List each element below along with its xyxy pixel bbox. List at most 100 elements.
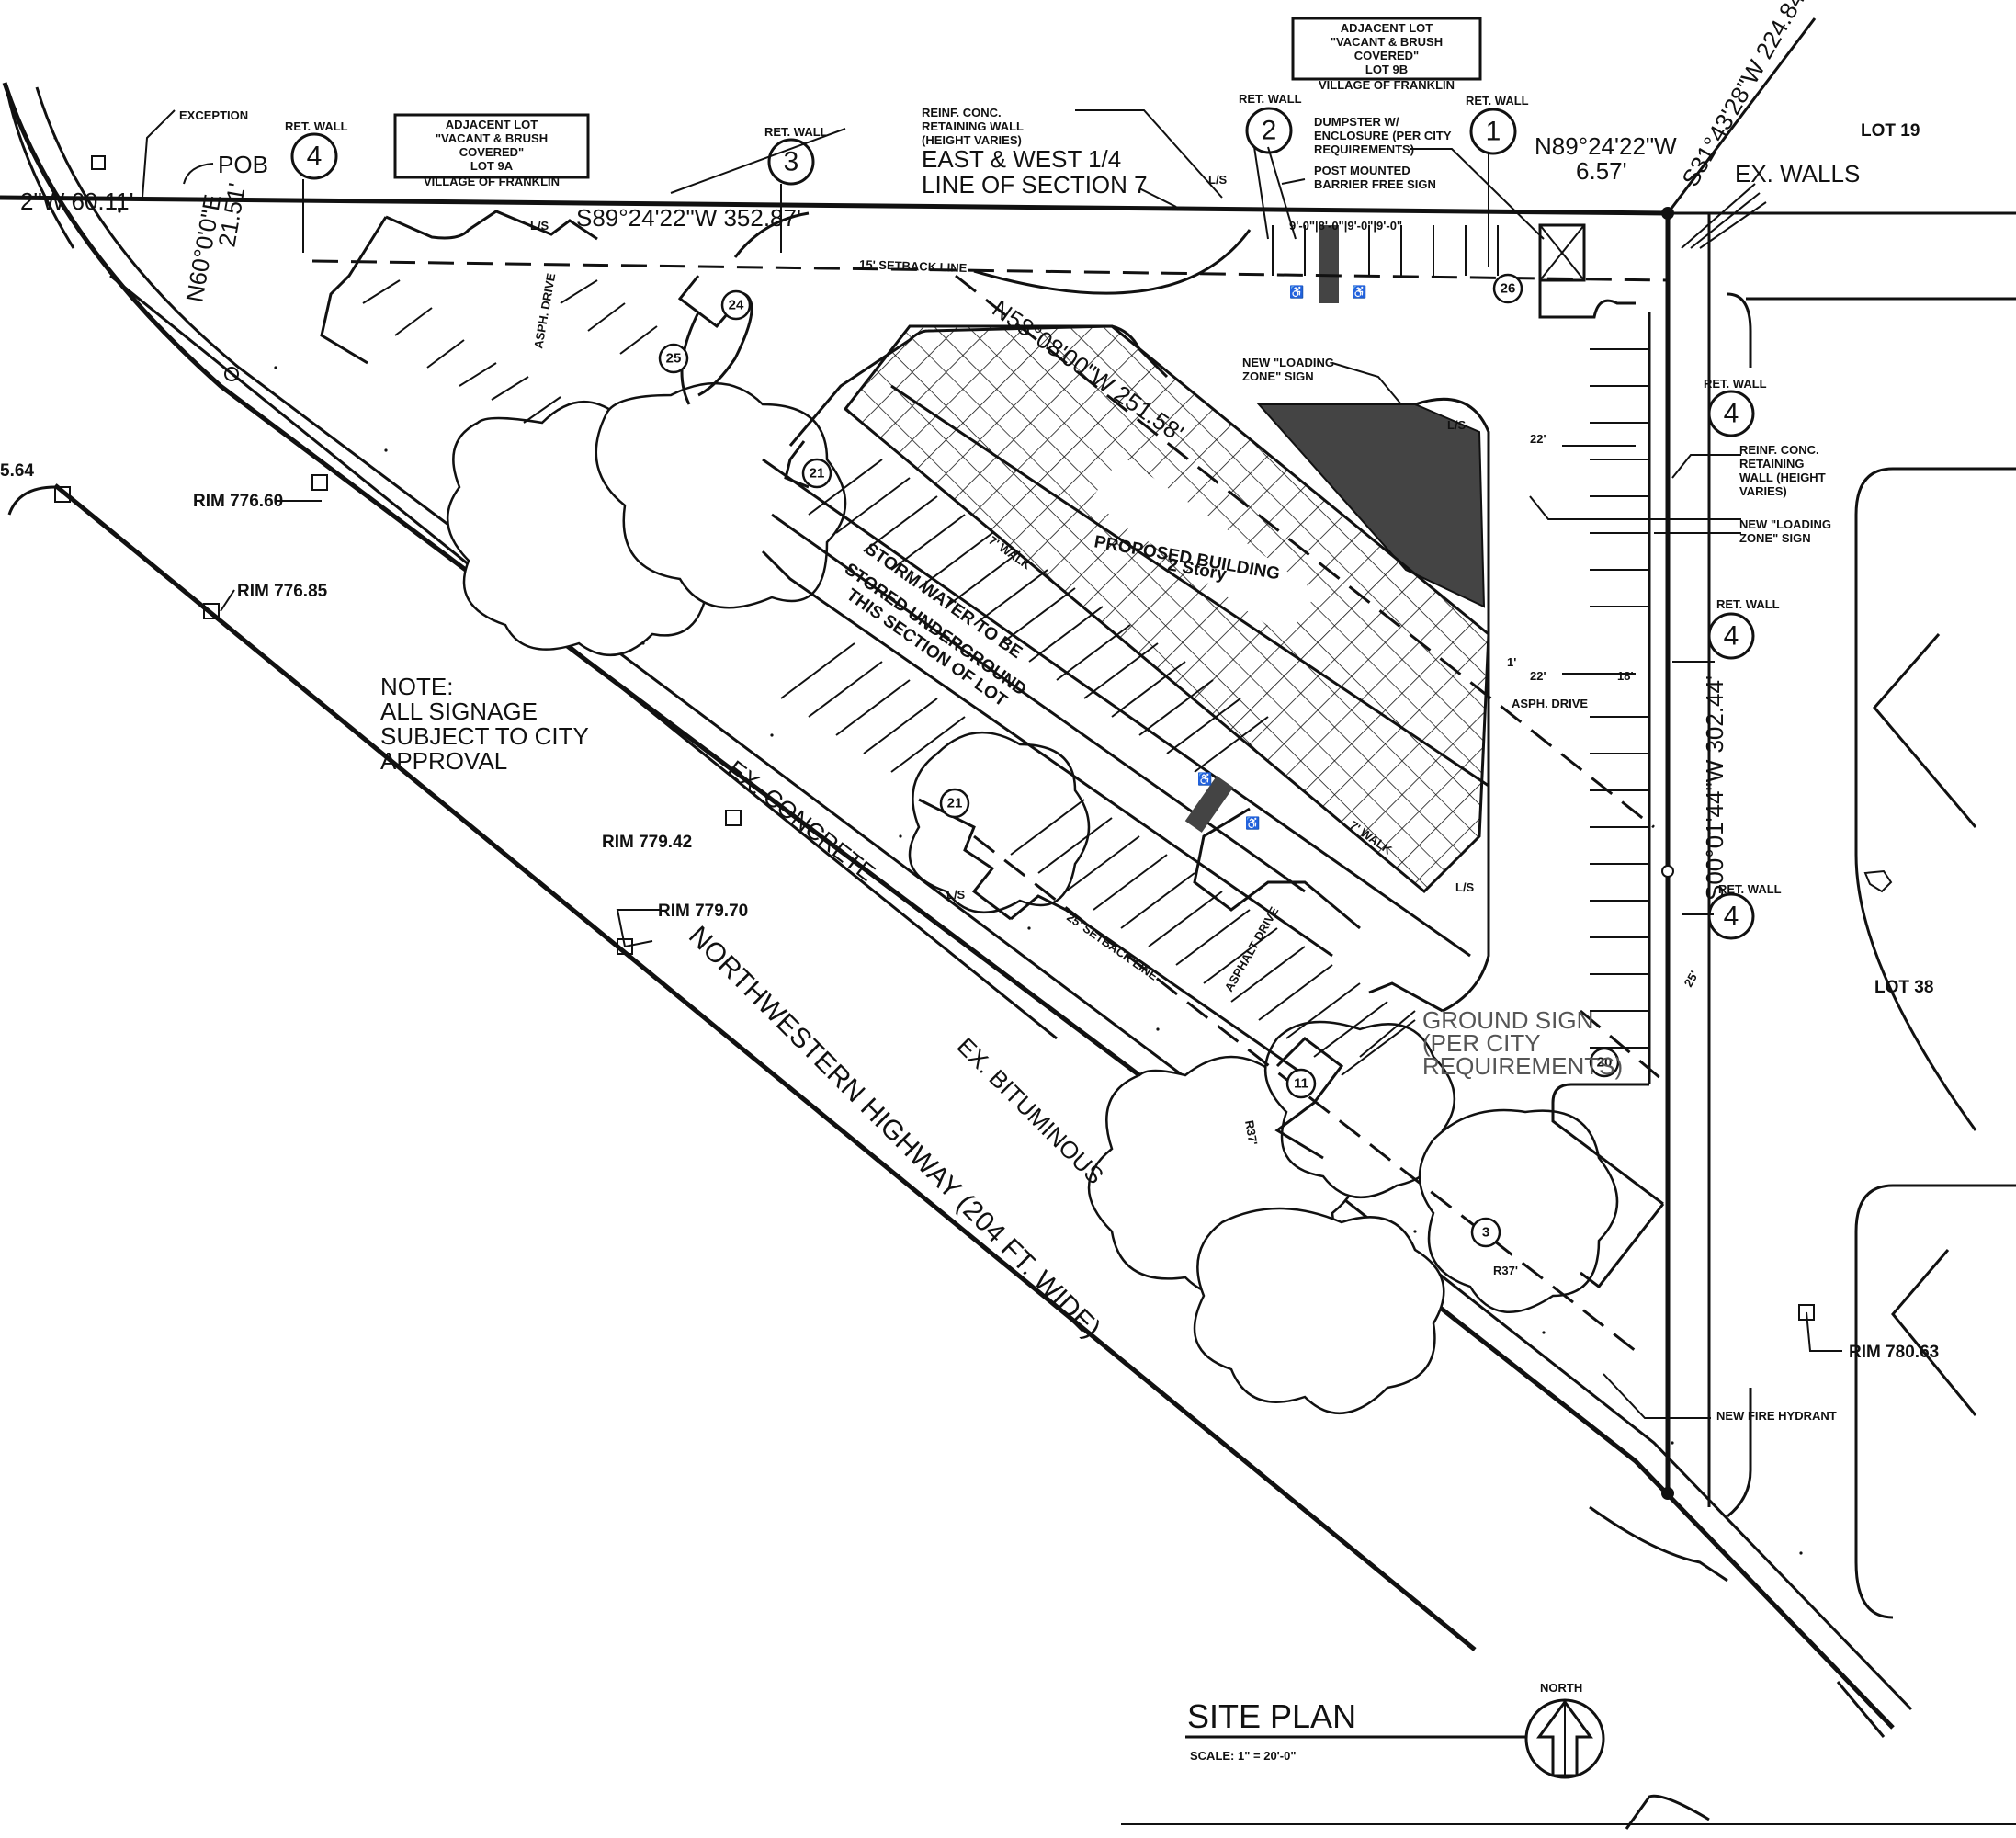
dimension-label: 22' [1530, 669, 1546, 683]
edge-value-label: 5.64 [0, 461, 34, 481]
rim-label: RIM 776.60 [193, 492, 283, 511]
reinf-wall-label: REINF. CONC. [1739, 443, 1819, 457]
plan-title: SITE PLAN [1187, 1697, 1356, 1735]
ne-short-bearing: N89°24'22"W [1535, 132, 1677, 160]
loading-sign-label: ZONE" SIGN [1242, 369, 1314, 383]
ex-bituminous-label: EX. BITUMINOUS [952, 1032, 1109, 1189]
wall-tag-number: 4 [1724, 902, 1739, 932]
setback-lines [311, 259, 1669, 1353]
accessible-icon: ♿ [1197, 772, 1212, 786]
exception-label: EXCEPTION [179, 108, 248, 122]
stall-count-number: 3 [1482, 1225, 1489, 1241]
wall-tag-number: 3 [784, 147, 799, 177]
stall-count: 24 [720, 289, 752, 321]
stall-count: 20 [1589, 1047, 1620, 1078]
accessible-icon: ♿ [1352, 285, 1366, 299]
north-label: NORTH [1540, 1681, 1582, 1695]
pob-label: POB [218, 151, 268, 178]
loading-sign-label: NEW "LOADING [1739, 517, 1831, 531]
setback-label: 15' SETBACK LINE [859, 257, 968, 275]
drive-label: ASPHALT DRIVE [1222, 904, 1282, 994]
dimension-label: 1' [1507, 655, 1516, 669]
wall-tag: 4 [1707, 612, 1755, 660]
rim-label: RIM 779.42 [602, 833, 692, 852]
stall-count: 26 [1492, 273, 1523, 304]
stall-count-number: 21 [810, 466, 825, 482]
landscape-label: L/S [1208, 173, 1228, 187]
dimension-label: 25' [1682, 969, 1702, 990]
wall-tag-number: 4 [1724, 399, 1739, 429]
accessible-icons: ♿ ♿ ♿ ♿ [1197, 285, 1366, 830]
note-label: NOTE: [380, 673, 453, 700]
trees [446, 381, 1619, 1415]
reinf-wall-label: REINF. CONC. [922, 106, 1002, 119]
stall-count: 25 [658, 343, 689, 374]
ground-sign-label: GROUND SIGN [1422, 1006, 1593, 1034]
dimension-label: 18' [1617, 669, 1634, 683]
stall-count-number: 11 [1294, 1076, 1308, 1092]
ret-wall-label: RET. WALL [1239, 92, 1302, 106]
note-text: APPROVAL [380, 747, 507, 775]
ret-wall-label: RET. WALL [285, 119, 348, 133]
adjacent-lot-number: LOT 9B [1365, 62, 1408, 76]
loading-sign-label: ZONE" SIGN [1739, 531, 1811, 545]
lot-19-label: LOT 19 [1861, 121, 1920, 141]
reinf-wall-label: RETAINING WALL [922, 119, 1024, 133]
wall-tag: 1 [1469, 108, 1517, 155]
partial-bearing: 2"W 60.11' [20, 187, 134, 215]
section-line-label: LINE OF SECTION 7 [922, 171, 1148, 199]
west-distance: 21.51' [212, 181, 251, 249]
wall-tags: 4 3 2 1 4 4 4 [290, 107, 1755, 940]
drive-label: ASPH. DRIVE [531, 272, 558, 350]
adjacent-lot-desc: COVERED" [1354, 49, 1419, 62]
leader-lines [142, 109, 1842, 1419]
adjacent-lot-desc: "VACANT & BRUSH [436, 131, 548, 145]
adjacent-lot-village: VILLAGE OF FRANKLIN [1319, 78, 1455, 92]
plan-scale: SCALE: 1" = 20'-0" [1190, 1749, 1296, 1763]
stall-count-number: 21 [947, 796, 963, 811]
setback-label: 25' SETBACK LINE [1064, 910, 1161, 983]
landscape-label: L/S [530, 219, 549, 233]
wall-tag: 4 [1707, 892, 1755, 940]
stall-count: 21 [801, 458, 832, 489]
east-curbs [1707, 213, 2016, 1619]
stall-count-number: 26 [1501, 281, 1516, 297]
post-sign-label: POST MOUNTED [1314, 164, 1410, 177]
reinf-wall-label: WALL (HEIGHT [1739, 471, 1826, 484]
storm-water-label: THIS SECTION OF LOT [843, 585, 1011, 711]
wall-tag: 2 [1245, 107, 1293, 154]
loading-sign-label: NEW "LOADING [1242, 356, 1334, 369]
rim-label: RIM 780.63 [1849, 1343, 1939, 1362]
landscape-label: L/S [946, 888, 966, 902]
landscape-label: L/S [1455, 880, 1475, 894]
landscape-label: L/S [1447, 418, 1467, 432]
wall-tag-number: 4 [307, 142, 323, 172]
ground-sign-label: (PER CITY [1422, 1029, 1541, 1057]
ret-wall-label: RET. WALL [1466, 94, 1529, 108]
section-line-label: EAST & WEST 1/4 [922, 145, 1121, 173]
stall-count: 11 [1285, 1068, 1317, 1099]
adjacent-lot-9b: ADJACENT LOT "VACANT & BRUSH COVERED" LO… [1291, 17, 1482, 92]
north-arrow-icon [1524, 1698, 1605, 1779]
ex-concrete-label: EX. CONCRETE [722, 754, 880, 887]
stall-counts: 26 25 24 21 21 11 3 20 [658, 273, 1620, 1248]
north-line-bearing: S89°24'22"W 352.87' [576, 204, 801, 232]
adjacent-lot-title: ADJACENT LOT [1341, 21, 1433, 35]
adjacent-lot-9a: ADJACENT LOT "VACANT & BRUSH COVERED" LO… [393, 113, 590, 188]
wall-tag-number: 2 [1262, 116, 1277, 146]
reinf-wall-label: (HEIGHT VARIES) [922, 133, 1022, 147]
stall-count-number: 20 [1597, 1055, 1613, 1071]
wall-tag: 4 [290, 132, 338, 180]
stall-count: 21 [939, 788, 970, 819]
parking-dims-label: 9'-0"|8'-0"|9'-0"|9'-0" [1289, 219, 1402, 233]
accessible-icon: ♿ [1289, 285, 1304, 299]
wall-tag: 4 [1707, 390, 1755, 437]
adjacent-lot-desc: COVERED" [459, 145, 524, 159]
wall-tag-number: 1 [1486, 117, 1501, 147]
adjacent-lot-title: ADJACENT LOT [446, 118, 538, 131]
ret-wall-label: RET. WALL [1704, 377, 1767, 391]
stall-count-number: 25 [666, 351, 682, 367]
highway-edges [2, 82, 2016, 1830]
ret-wall-label: RET. WALL [1718, 882, 1782, 896]
